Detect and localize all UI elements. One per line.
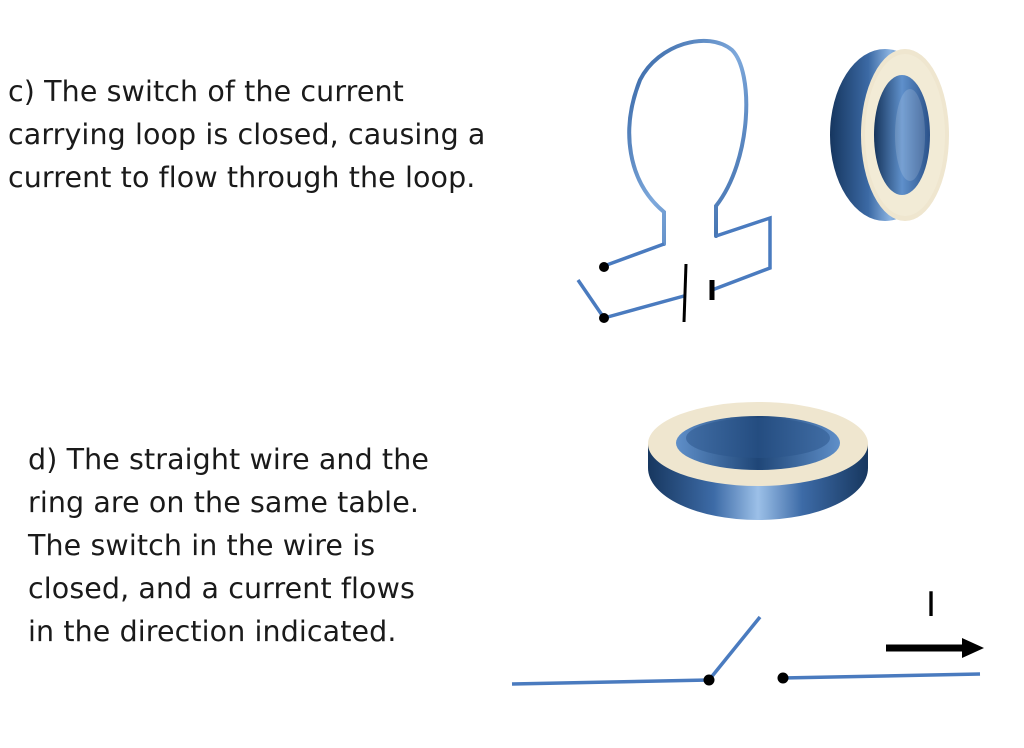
battery-long-plate xyxy=(682,263,688,323)
ring-horizontal xyxy=(648,402,868,520)
part-d-line-3: The switch in the wire is xyxy=(28,529,376,562)
loop-lead-bottom xyxy=(603,294,685,320)
part-d-line-1: d) The straight wire and the xyxy=(28,443,430,476)
switch-contact-left xyxy=(703,674,715,686)
switch-contact-bottom xyxy=(599,313,609,323)
description-part-c: c) The switch of the current carrying lo… xyxy=(8,70,486,199)
current-label: I xyxy=(926,585,936,625)
ring-vertical xyxy=(830,49,949,221)
part-d-line-5: in the direction indicated. xyxy=(28,615,397,648)
loop-lead-top xyxy=(603,242,665,268)
switch-arm-c xyxy=(576,279,606,319)
wire-right xyxy=(781,672,981,680)
part-c-line-1: c) The switch of the current xyxy=(8,75,404,108)
switch-contact-top xyxy=(599,262,609,272)
part-d-line-2: ring are on the same table. xyxy=(28,486,419,519)
description-part-d: d) The straight wire and the ring are on… xyxy=(28,438,429,653)
part-c-line-2: carrying loop is closed, causing a xyxy=(8,118,486,151)
switch-contact-right xyxy=(777,672,789,684)
part-c-line-3: current to flow through the loop. xyxy=(8,161,476,194)
part-d-line-4: closed, and a current flows xyxy=(28,572,415,605)
straight-wire-circuit: I xyxy=(511,585,984,686)
current-direction-arrow xyxy=(886,638,984,658)
current-loop-circuit xyxy=(576,38,772,323)
switch-arm-d xyxy=(707,615,762,682)
wire-left xyxy=(511,678,710,686)
loop-lead-right xyxy=(711,215,772,292)
loop-wire xyxy=(627,38,749,246)
